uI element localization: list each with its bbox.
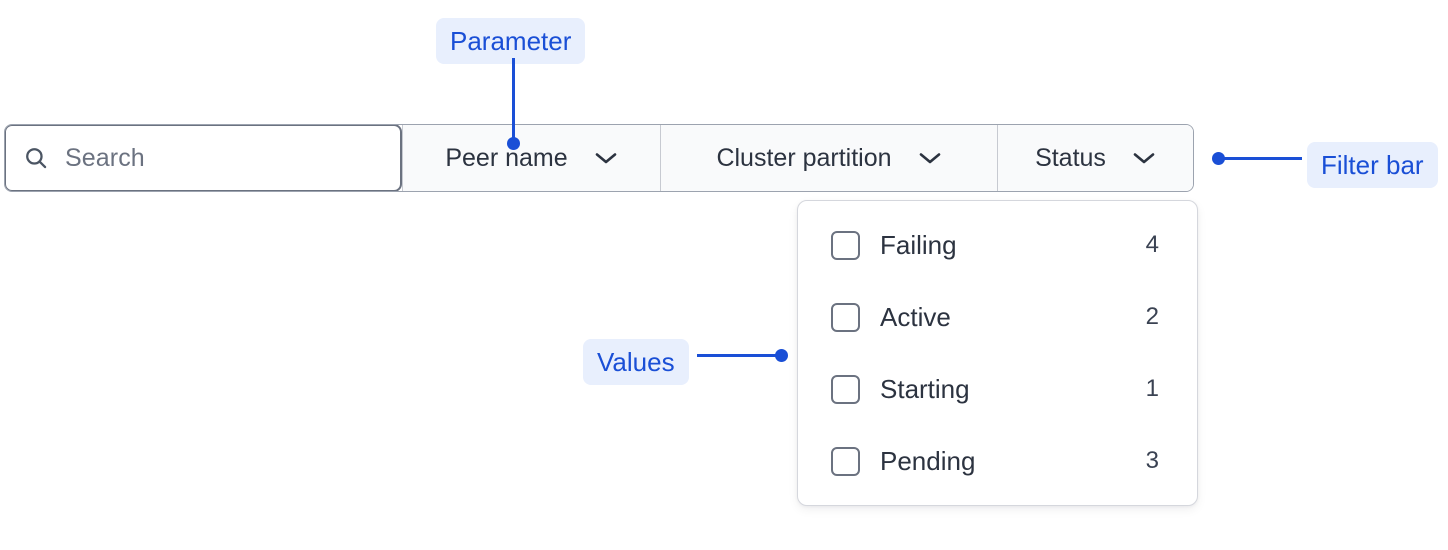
- annotation-anchor-dot-values: [775, 349, 788, 362]
- search-field-focus-outline: [5, 125, 402, 191]
- annotation-leader-line-parameter: [512, 58, 515, 144]
- checkbox-starting[interactable]: [831, 374, 860, 404]
- filter-label-peer-name: Peer name: [445, 143, 568, 172]
- dropdown-option-count: 2: [1145, 303, 1159, 330]
- chevron-down-icon: [919, 153, 940, 164]
- dropdown-option-count: 3: [1145, 447, 1159, 474]
- filter-label-cluster-partition: Cluster partition: [716, 143, 892, 172]
- status-filter-dropdown-panel: Failing 4 Active 2 Starting 1 Pending 3: [797, 200, 1198, 506]
- annotation-anchor-dot-parameter: [507, 137, 520, 150]
- dropdown-option-row[interactable]: Starting 1: [798, 367, 1197, 411]
- checkbox-active[interactable]: [831, 302, 860, 332]
- annotation-label-values: Values: [583, 339, 689, 385]
- chevron-down-icon: [595, 153, 616, 164]
- annotation-label-filter-bar: Filter bar: [1307, 142, 1438, 188]
- dropdown-option-row[interactable]: Pending 3: [798, 439, 1197, 483]
- chevron-down-icon: [1133, 153, 1155, 164]
- annotation-leader-line-filter-bar: [1222, 157, 1302, 160]
- dropdown-option-row[interactable]: Active 2: [798, 295, 1197, 339]
- checkbox-failing[interactable]: [831, 230, 860, 260]
- filter-dropdown-peer-name[interactable]: Peer name: [403, 125, 661, 191]
- annotation-leader-line-values: [697, 354, 777, 357]
- search-input-placeholder[interactable]: Search: [65, 143, 145, 172]
- search-icon: [26, 148, 47, 169]
- dropdown-option-label: Pending: [880, 446, 976, 476]
- filter-label-status: Status: [1035, 143, 1106, 172]
- filter-dropdown-cluster-partition[interactable]: Cluster partition: [661, 125, 998, 191]
- dropdown-option-label: Starting: [880, 374, 970, 404]
- search-field[interactable]: Search: [5, 125, 403, 191]
- filter-bar: Search Peer name Cluster partition Statu…: [4, 124, 1194, 192]
- dropdown-option-label: Failing: [880, 230, 957, 260]
- dropdown-option-row[interactable]: Failing 4: [798, 223, 1197, 267]
- filter-dropdown-status[interactable]: Status: [998, 125, 1193, 191]
- dropdown-option-label: Active: [880, 302, 951, 332]
- dropdown-option-count: 1: [1145, 375, 1159, 402]
- dropdown-option-count: 4: [1145, 231, 1159, 258]
- annotation-label-parameter: Parameter: [436, 18, 586, 64]
- annotation-anchor-dot-filter-bar: [1212, 152, 1225, 165]
- checkbox-pending[interactable]: [831, 446, 860, 476]
